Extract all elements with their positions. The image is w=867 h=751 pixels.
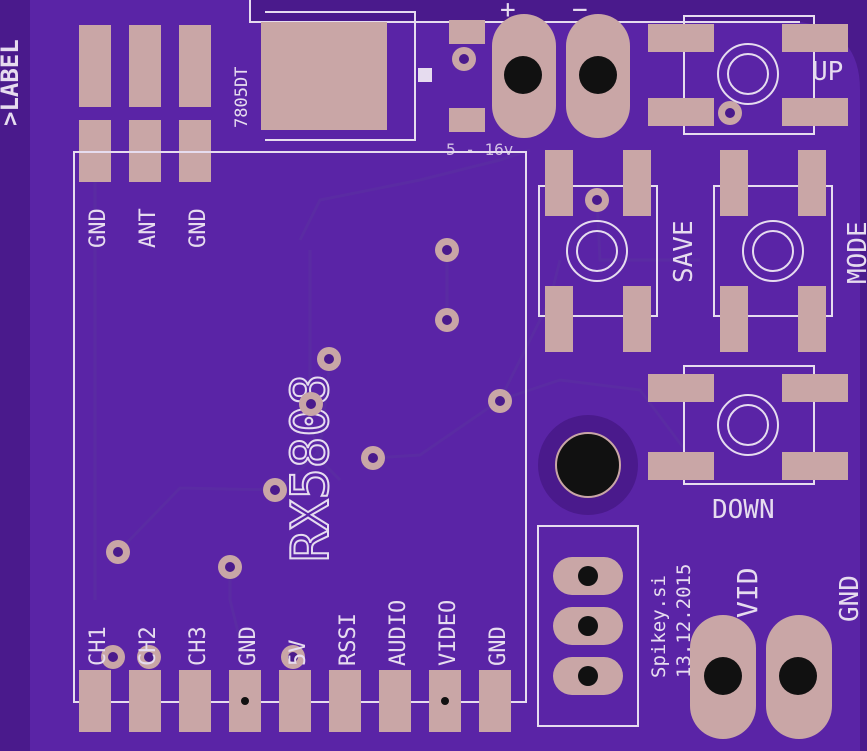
top-pin-ant: ANT: [136, 208, 161, 248]
pin-label-rssi: RSSI: [336, 613, 361, 666]
gnd-out-label: GND: [835, 575, 865, 622]
side-label: >LABEL: [0, 39, 24, 126]
power-plus-label: +: [500, 0, 516, 25]
author-label: Spikey.si: [648, 575, 670, 678]
reg-pad-small-2: [449, 108, 485, 132]
pin-label-ch1: CH1: [86, 626, 111, 666]
top-pin-gnd1: GND: [86, 208, 111, 248]
module-pin-pads: [79, 670, 511, 732]
traces: [93, 148, 702, 641]
regulator-label: 7805DT: [232, 67, 252, 128]
vid-label: VID: [731, 567, 764, 618]
button-up-label: UP: [812, 57, 843, 87]
pin-label-gnd2: GND: [486, 626, 511, 666]
date-label: 13.12.2015: [673, 564, 695, 678]
power-plus-hole: [504, 56, 542, 94]
button-up[interactable]: [648, 15, 848, 135]
top-pin-gnd2: GND: [186, 208, 211, 248]
pin-label-audio: AUDIO: [386, 600, 411, 666]
voltage-label: 5 - 16v: [446, 140, 513, 159]
button-down[interactable]: [648, 365, 848, 485]
button-mode[interactable]: [713, 150, 833, 352]
regulator-outline: [265, 11, 416, 141]
power-minus-hole: [579, 56, 617, 94]
pin-label-gnd: GND: [236, 626, 261, 666]
button-save-label: SAVE: [669, 220, 699, 283]
reg-pad-small-1: [449, 20, 485, 44]
three-pin-header: [537, 525, 639, 727]
vid-hole: [704, 657, 742, 695]
mounting-hole: [555, 432, 621, 498]
pin-label-ch3: CH3: [186, 626, 211, 666]
pin-label-video: VIDEO: [436, 600, 461, 666]
pin-label-ch2: CH2: [136, 626, 161, 666]
button-save[interactable]: [538, 150, 658, 352]
gnd-out-hole: [779, 657, 817, 695]
pin-label-5v: 5V: [286, 640, 311, 667]
button-mode-label: MODE: [843, 221, 867, 284]
regulator-pin1-mark: [418, 68, 432, 82]
regulator-pad: [261, 22, 387, 130]
button-down-label: DOWN: [712, 495, 775, 525]
power-minus-label: −: [572, 0, 588, 25]
antenna-header: [79, 25, 211, 182]
vias: [101, 238, 512, 669]
